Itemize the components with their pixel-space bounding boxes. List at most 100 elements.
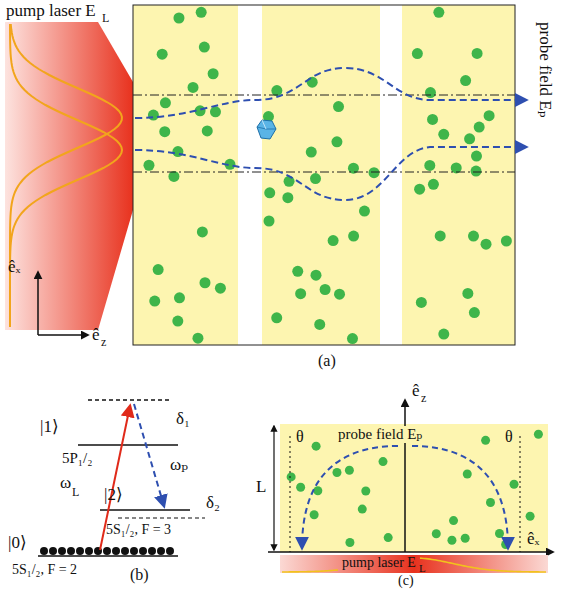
figure-part: [40, 547, 174, 555]
text-label: 5P₁/₂: [62, 450, 92, 467]
text-label: δ₂: [206, 494, 220, 513]
panel-c: [268, 400, 553, 573]
atom-dot: [464, 133, 475, 144]
axis-arrow: [268, 551, 553, 553]
atom-dot: [471, 166, 482, 177]
atom-dot: [369, 167, 380, 178]
atom-dot: [438, 329, 449, 340]
atom-dot: [361, 486, 370, 495]
atom-dot: [121, 547, 129, 555]
atom-dot: [469, 307, 480, 318]
atom-dot: [199, 277, 210, 288]
atom-dot: [433, 7, 444, 18]
atom-dot: [168, 171, 179, 182]
atom-dot: [345, 538, 354, 547]
atom-dot: [139, 547, 147, 555]
probe-transition: [134, 404, 164, 506]
atom-dot: [510, 480, 519, 489]
text-label: z: [421, 392, 426, 405]
atom-dot: [471, 151, 482, 162]
atom-dot: [484, 110, 495, 121]
axis-arrow: [38, 334, 88, 336]
atom-dot: [130, 547, 138, 555]
atom-dot: [173, 12, 184, 23]
atom-dot: [307, 77, 318, 88]
length-arrow: [273, 426, 274, 550]
text-label: |0⟩: [8, 534, 27, 553]
atom-dot: [359, 206, 370, 217]
atom-dot: [264, 187, 275, 198]
atom-dot: [148, 547, 156, 555]
text-label: z: [101, 336, 106, 349]
text-label: L: [256, 478, 266, 497]
atom-dot: [287, 472, 296, 481]
text-label: θ: [503, 428, 515, 446]
atom-dot: [192, 333, 203, 344]
atom-dot: [174, 292, 185, 303]
atom-dot: [358, 505, 367, 514]
text-label: L: [72, 486, 79, 499]
atom-dot: [526, 512, 535, 521]
atom-dot: [333, 101, 344, 112]
atom-dot: [501, 235, 512, 246]
atom-dot: [534, 430, 543, 439]
atom-dot: [481, 436, 490, 445]
text-label: ωₚ: [170, 456, 188, 475]
text-label: pump laser E: [6, 2, 96, 21]
atom-dot: [486, 498, 495, 507]
atom-dot: [306, 147, 317, 158]
pump-beam: [280, 555, 548, 573]
panel-b: [38, 400, 205, 556]
atom-dot: [199, 42, 210, 53]
atom-dot: [58, 547, 66, 555]
beam-profile: [282, 570, 338, 572]
beam-profile: [10, 24, 122, 327]
text-label: L: [419, 562, 426, 574]
atom-dot: [468, 231, 479, 242]
panel-a: [5, 5, 526, 345]
text-label: pump laser E: [342, 555, 416, 570]
atom-dot: [435, 230, 446, 241]
atom-dot: [332, 468, 341, 477]
probe-beam: [302, 446, 398, 548]
figure-part: [262, 120, 266, 129]
figure-part: [143, 7, 511, 344]
atom-dot: [472, 48, 483, 59]
atom-dot: [271, 85, 282, 96]
beam-profile: [420, 558, 546, 572]
atom-dot: [462, 288, 473, 299]
atom-dot: [159, 126, 170, 137]
atom-dot: [314, 319, 325, 330]
text-label: 5S₁/₂, F = 2: [12, 562, 77, 577]
normal-line: [290, 436, 291, 552]
atom-dot: [384, 533, 393, 542]
atom-dot: [447, 536, 456, 545]
atom-dot: [210, 106, 221, 117]
energy-level: [38, 555, 178, 557]
atom-dot: [215, 283, 226, 294]
atom-dot: [157, 49, 168, 60]
atom-dot: [425, 87, 436, 98]
atom-dot: [345, 466, 354, 475]
medium-band: [402, 5, 515, 345]
atom-dot: [149, 296, 160, 307]
pump-beam: [5, 22, 133, 330]
atom-dot: [312, 442, 321, 451]
atom-dot: [379, 457, 388, 466]
medium-band: [262, 5, 380, 345]
text-label: probe field Eₚ: [336, 426, 424, 443]
virtual-level: [118, 517, 205, 518]
atom-dot: [347, 333, 358, 344]
atom-dot: [495, 529, 504, 538]
atom-dot: [414, 184, 425, 195]
medium-region: [280, 424, 548, 552]
atom-dot: [282, 192, 293, 203]
atom-dot: [292, 266, 303, 277]
atom-dot: [461, 534, 470, 543]
atom-dot: [148, 110, 159, 121]
text-label: (b): [130, 566, 149, 584]
atom-dot: [157, 547, 165, 555]
atom-dot: [432, 529, 441, 538]
